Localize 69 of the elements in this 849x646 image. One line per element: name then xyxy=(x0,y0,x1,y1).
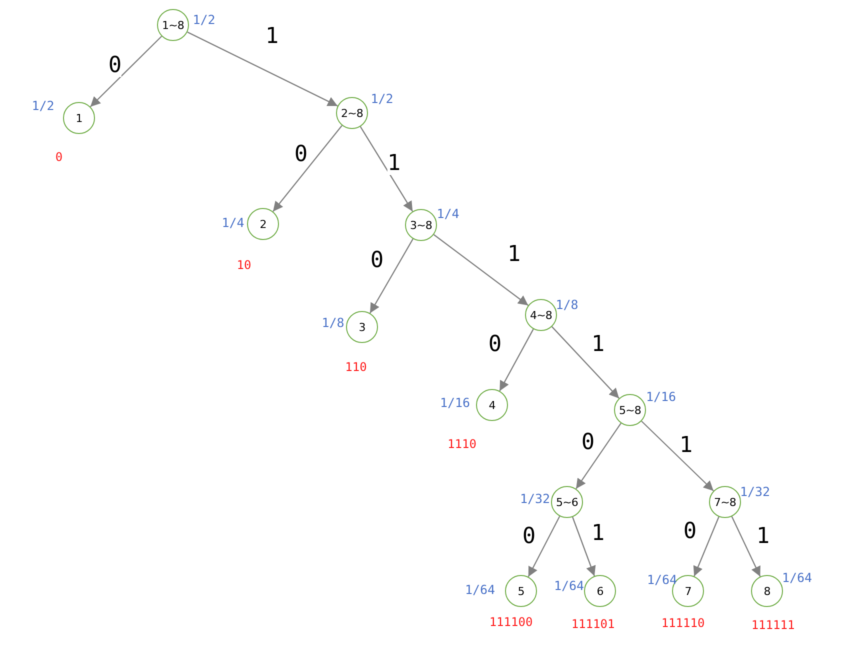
circle-node xyxy=(525,299,557,331)
arrow xyxy=(90,36,162,108)
circle-node xyxy=(551,486,583,518)
probability-label: 1/2 xyxy=(192,14,216,26)
circle-node xyxy=(614,394,646,426)
edge-label: 1 xyxy=(387,153,401,175)
arrow xyxy=(552,326,620,399)
node-label: 4~8 xyxy=(530,310,552,320)
circle-node xyxy=(709,486,741,518)
circle-node xyxy=(346,311,378,343)
circle-node xyxy=(584,575,616,607)
edge-label: 0 xyxy=(108,55,122,77)
binary-code-label: 111101 xyxy=(571,618,615,630)
circle-node xyxy=(505,575,537,607)
binary-code-label: 110 xyxy=(345,361,367,373)
binary-code-label: 0 xyxy=(55,151,63,163)
arrow xyxy=(360,126,414,212)
probability-label: 1/32 xyxy=(520,492,550,506)
probability-label: 1/64 xyxy=(646,574,678,586)
arrow xyxy=(528,516,560,578)
probability-label: 1/4 xyxy=(222,216,244,230)
arrow xyxy=(370,238,414,314)
probability-label: 1/64 xyxy=(782,572,812,584)
node-label: 1~8 xyxy=(162,20,184,30)
node-label: 3 xyxy=(358,322,366,332)
node-label: 7 xyxy=(684,586,692,596)
arrow xyxy=(572,516,596,576)
node-label: 5 xyxy=(518,586,524,596)
arrow xyxy=(576,422,622,490)
circle-node xyxy=(157,9,189,41)
arrow xyxy=(187,32,338,106)
binary-code-label: 111110 xyxy=(661,617,705,629)
node-label: 4 xyxy=(488,400,496,410)
circle-node xyxy=(751,575,783,607)
probability-label: 1/2 xyxy=(370,92,394,106)
circle-node xyxy=(336,97,368,129)
arrow xyxy=(499,328,534,392)
node-label: 8 xyxy=(764,586,770,596)
probability-label: 1/4 xyxy=(436,208,460,220)
probability-label: 1/16 xyxy=(646,390,676,404)
node-label: 3~8 xyxy=(410,220,432,230)
probability-label: 1/8 xyxy=(556,298,578,312)
node-label: 5~6 xyxy=(556,496,578,508)
circle-node xyxy=(247,208,279,240)
node-label: 1 xyxy=(76,112,82,124)
probability-label: 1/32 xyxy=(740,486,770,498)
node-label: 6 xyxy=(596,586,604,596)
binary-code-label: 111100 xyxy=(489,616,533,628)
arrow xyxy=(272,125,342,212)
circle-node xyxy=(63,102,95,134)
binary-code-label: 1110 xyxy=(448,438,476,450)
node-label: 7~8 xyxy=(714,496,736,508)
probability-label: 1/2 xyxy=(32,100,54,112)
probability-label: 1/8 xyxy=(322,316,344,330)
edge-label: 1 xyxy=(679,435,693,457)
arrow xyxy=(731,516,761,577)
binary-code-label: 10 xyxy=(236,259,252,271)
circle-node xyxy=(405,209,437,241)
circle-node xyxy=(476,389,508,421)
node-label: 5~8 xyxy=(618,404,641,416)
binary-code-label: 111111 xyxy=(751,619,795,631)
probability-label: 1/16 xyxy=(440,396,470,410)
arrow xyxy=(693,516,720,576)
probability-label: 1/64 xyxy=(464,584,496,596)
probability-label: 1/64 xyxy=(554,580,584,592)
arrow xyxy=(641,420,714,492)
arrow xyxy=(433,234,529,306)
node-label: 2 xyxy=(260,218,266,230)
node-label: 2~8 xyxy=(340,108,363,118)
